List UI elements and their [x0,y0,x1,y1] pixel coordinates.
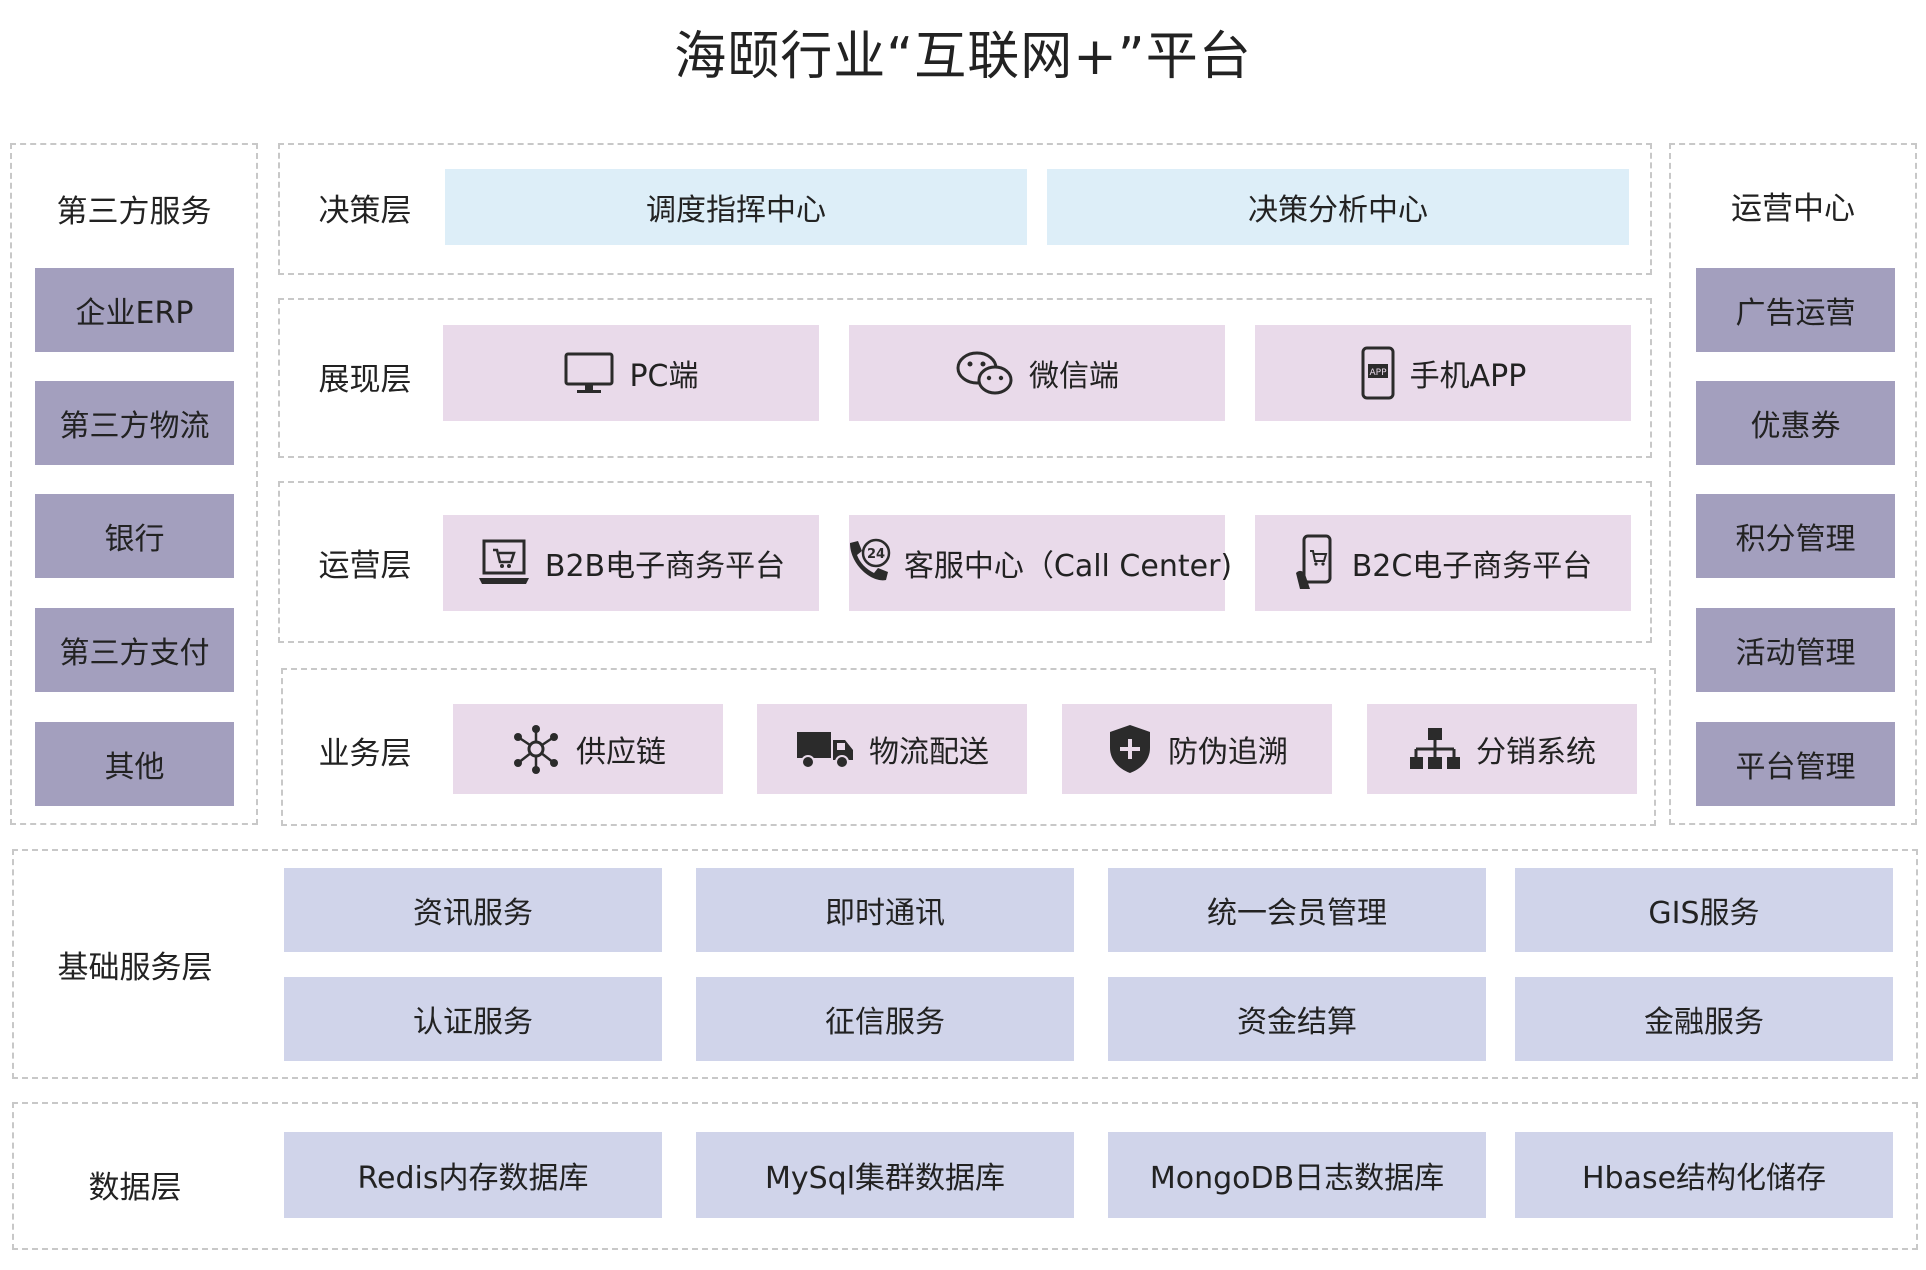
svg-text:APP: APP [1369,368,1387,378]
mobile-shopping-icon [1294,533,1338,593]
mobile-app-label: 手机APP [1409,359,1527,394]
right-item-ads[interactable]: 广告运营 [1696,268,1895,352]
redis-box[interactable]: Redis内存数据库 [284,1132,662,1218]
left-item-payment[interactable]: 第三方支付 [35,608,234,692]
left-item-erp[interactable]: 企业ERP [35,268,234,352]
presentation-layer-label: 展现层 [318,361,412,398]
right-item-points[interactable]: 积分管理 [1696,494,1895,578]
pc-label: PC端 [629,359,699,394]
decision-layer [278,143,1652,275]
b2c-box[interactable]: B2C电子商务平台 [1255,515,1631,611]
operation-center-heading: 运营中心 [1731,190,1855,227]
supply-chain-label: 供应链 [576,735,666,770]
wechat-box[interactable]: 微信端 [849,325,1225,421]
foundation-layer-label: 基础服务层 [57,949,213,986]
wechat-label: 微信端 [1029,359,1119,394]
page-title: 海颐行业“互联网+”平台 [674,27,1252,87]
gis-service-box[interactable]: GIS服务 [1515,868,1893,952]
svg-text:24: 24 [867,547,885,562]
left-item-other[interactable]: 其他 [35,722,234,806]
b2b-label: B2B电子商务平台 [544,549,786,584]
operation-center-panel [1669,143,1917,825]
shield-plus-icon [1106,722,1154,776]
right-item-coupon[interactable]: 优惠券 [1696,381,1895,465]
distribution-box[interactable]: 分销系统 [1367,704,1637,794]
member-management-box[interactable]: 统一会员管理 [1108,868,1486,952]
data-layer-label: 数据层 [88,1169,182,1206]
mongodb-box[interactable]: MongoDB日志数据库 [1108,1132,1486,1218]
right-item-platform[interactable]: 平台管理 [1696,722,1895,806]
left-item-logistics[interactable]: 第三方物流 [35,381,234,465]
right-item-activity[interactable]: 活动管理 [1696,608,1895,692]
auth-service-box[interactable]: 认证服务 [284,977,662,1061]
decision-layer-label: 决策层 [318,192,412,229]
monitor-icon [563,351,615,395]
dispatch-center-box[interactable]: 调度指挥中心 [445,169,1027,245]
business-layer-label: 业务层 [318,735,412,772]
truck-icon [795,726,855,772]
call-center-box[interactable]: 24 客服中心（Call Center) [849,515,1232,611]
b2b-box[interactable]: B2B电子商务平台 [443,515,819,611]
left-item-bank[interactable]: 银行 [35,494,234,578]
foundation-layer [12,849,1918,1079]
operation-layer [278,481,1652,643]
distribution-label: 分销系统 [1476,735,1596,770]
wechat-icon [955,348,1015,398]
settlement-box[interactable]: 资金结算 [1108,977,1486,1061]
mysql-box[interactable]: MySql集群数据库 [696,1132,1074,1218]
supply-chain-box[interactable]: 供应链 [453,704,723,794]
pc-box[interactable]: PC端 [443,325,819,421]
data-layer [12,1102,1918,1250]
third-party-heading: 第三方服务 [56,193,212,230]
network-icon [510,723,562,775]
anti-fake-label: 防伪追溯 [1168,735,1288,770]
hierarchy-icon [1408,725,1462,773]
anti-fake-box[interactable]: 防伪追溯 [1062,704,1332,794]
presentation-layer [278,298,1652,458]
decision-analysis-box[interactable]: 决策分析中心 [1047,169,1629,245]
instant-message-box[interactable]: 即时通讯 [696,868,1074,952]
laptop-cart-icon [477,538,531,588]
finance-service-box[interactable]: 金融服务 [1515,977,1893,1061]
call-center-label: 客服中心（Call Center) [903,549,1233,584]
hbase-box[interactable]: Hbase结构化储存 [1515,1132,1893,1218]
operation-layer-label: 运营层 [318,547,412,584]
third-party-panel [10,143,258,825]
phone-24-icon: 24 [842,537,894,589]
b2c-label: B2C电子商务平台 [1351,549,1593,584]
logistics-box[interactable]: 物流配送 [757,704,1027,794]
mobile-app-box[interactable]: APP 手机APP [1255,325,1631,421]
credit-service-box[interactable]: 征信服务 [696,977,1074,1061]
info-service-box[interactable]: 资讯服务 [284,868,662,952]
phone-app-icon: APP [1360,345,1396,401]
business-layer [281,668,1656,826]
logistics-label: 物流配送 [869,735,989,770]
